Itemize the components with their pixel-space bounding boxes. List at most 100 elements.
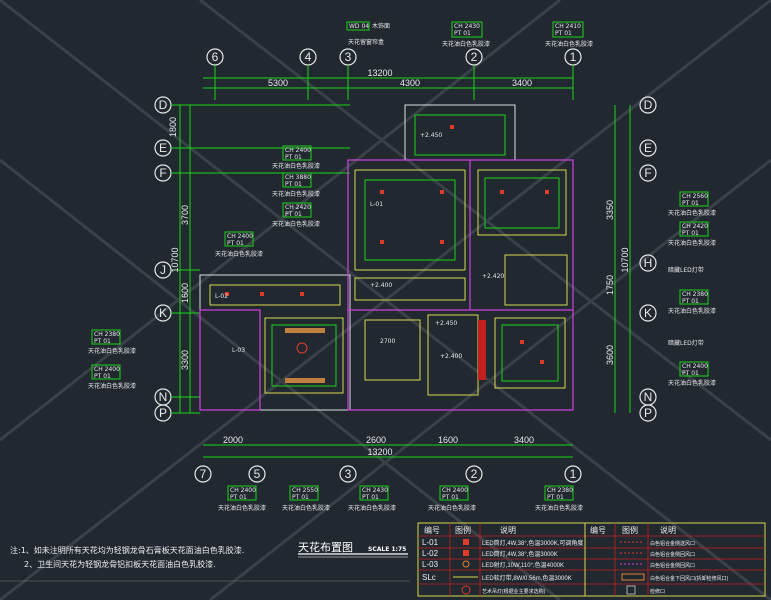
drawing-line bbox=[484, 177, 560, 229]
drawing-label: CH bbox=[682, 223, 691, 230]
drawing-line: PT 01 bbox=[682, 230, 699, 237]
drawing-line bbox=[417, 522, 766, 597]
drawing-label: 说明 bbox=[500, 525, 516, 535]
drawing-label: CH bbox=[362, 487, 371, 494]
drawing-line: CH 2400 bbox=[442, 487, 468, 494]
drawing-line bbox=[264, 317, 344, 394]
drawing-label: 2000 bbox=[223, 435, 243, 445]
drawing-line: CH 2410 bbox=[555, 23, 581, 30]
drawing-line: CH 2550 bbox=[292, 487, 318, 494]
drawing-line bbox=[0, 158, 561, 600]
drawing-label: 2560 bbox=[693, 193, 708, 200]
drawing-label: LED软灯带,8W/0.56m,色温3000K bbox=[482, 574, 572, 582]
drawing-label: 天花油白色乳胶漆 bbox=[668, 239, 716, 247]
drawing-line: PT 01 bbox=[362, 494, 379, 501]
drawing-label: 5 bbox=[254, 467, 261, 481]
drawing-line bbox=[451, 21, 483, 38]
drawing-line bbox=[552, 21, 584, 38]
drawing-line bbox=[544, 485, 574, 501]
drawing-label: 01 bbox=[691, 200, 699, 207]
drawing-line bbox=[639, 254, 657, 272]
drawing-label: J bbox=[160, 263, 166, 277]
drawing-label: PT bbox=[682, 298, 690, 305]
drawing-label: 检修口 bbox=[650, 588, 665, 595]
axis-2: 2 bbox=[465, 48, 483, 100]
axis-1: 1 bbox=[564, 48, 582, 100]
drawing-label: LED射灯,10W,110°,色温4000K bbox=[482, 561, 564, 569]
drawing-label: 5300 bbox=[268, 78, 288, 88]
drawing-label: 01 bbox=[691, 370, 699, 377]
drawing-label: 天花留窗帘盒 bbox=[348, 38, 384, 46]
drawing-label: 图例 bbox=[622, 525, 638, 535]
drawing-label: K bbox=[159, 306, 167, 320]
drawing-label: 3600 bbox=[605, 345, 615, 365]
drawing-label: CH bbox=[285, 147, 294, 154]
drawing-line bbox=[380, 240, 384, 244]
drawing-label: PT bbox=[547, 494, 555, 501]
drawing-line bbox=[225, 125, 549, 364]
drawing-label: 3 bbox=[345, 50, 352, 64]
drawing-line: PT 01 bbox=[227, 240, 244, 247]
drawing-label: 4 bbox=[305, 50, 312, 64]
drawing-label: 天花油白色乳胶漆 bbox=[282, 504, 330, 512]
drawing-label: CH bbox=[442, 487, 451, 494]
drawing-label: 10700 bbox=[620, 247, 630, 272]
drawing-label: PT bbox=[285, 181, 293, 188]
drawing-label: PT bbox=[454, 30, 462, 37]
drawing-label: 10700 bbox=[170, 247, 180, 272]
drawing-label: 1600 bbox=[438, 435, 458, 445]
drawing-label: E bbox=[644, 141, 652, 155]
drawing-label: L-01 bbox=[422, 538, 439, 547]
drawing-label: +2.400 bbox=[440, 353, 462, 360]
drawing-label: 3350 bbox=[605, 200, 615, 220]
drawing-line bbox=[91, 329, 121, 345]
drawing-line bbox=[440, 190, 444, 194]
drawing-label: 白色铝合金下回风口(拆卸检修风口) bbox=[650, 575, 729, 582]
drawing-label: 01 bbox=[239, 494, 247, 501]
drawing-label: 01 bbox=[463, 30, 471, 37]
drawing-label: 2380 bbox=[558, 487, 573, 494]
drawing-line bbox=[540, 360, 544, 364]
drawing-line bbox=[282, 145, 312, 161]
drawing-line bbox=[462, 560, 470, 568]
drawing-label: P bbox=[159, 406, 167, 420]
drawing-line: WD 04 bbox=[349, 23, 369, 30]
drawing-label: CH bbox=[227, 233, 236, 240]
drawing-label: 天花油白色乳胶漆 bbox=[88, 382, 136, 390]
drawing-scale: SCALE 1:75 bbox=[368, 546, 406, 553]
drawing-line bbox=[339, 465, 357, 483]
drawing-label: 2380 bbox=[105, 331, 120, 338]
drawing-label: CH bbox=[292, 487, 301, 494]
drawing-label: PT bbox=[555, 30, 563, 37]
drawing-label: 1 bbox=[570, 50, 577, 64]
drawing-label: L-03 bbox=[422, 560, 439, 569]
drawing-line: CH 3880 bbox=[285, 174, 311, 181]
note-1: 注:1、如未注明所有天花均为轻钢龙骨石膏板天花面油白色乳胶漆. bbox=[10, 545, 244, 555]
drawing-line: PT 01 bbox=[682, 200, 699, 207]
drawing-line bbox=[296, 342, 308, 354]
drawing-line bbox=[463, 550, 469, 556]
drawing-line: CH 2420 bbox=[682, 223, 708, 230]
drawing-label: PT bbox=[292, 494, 300, 501]
drawing-label: PT bbox=[442, 494, 450, 501]
drawing-label: 7 bbox=[200, 467, 207, 481]
drawing-label: 13200 bbox=[367, 447, 392, 457]
drawing-label: 天花油白色乳胶漆 bbox=[668, 307, 716, 315]
drawing-line bbox=[520, 340, 524, 344]
drawing-label: LED筒灯,4W,38°,色温3000K bbox=[482, 550, 558, 558]
drawing-label: 01 bbox=[691, 230, 699, 237]
drawing-label: SLc bbox=[422, 573, 436, 582]
drawing-line bbox=[260, 292, 264, 296]
drawing-label: H bbox=[644, 256, 653, 270]
drawing-line: CH 2380 bbox=[94, 331, 120, 338]
